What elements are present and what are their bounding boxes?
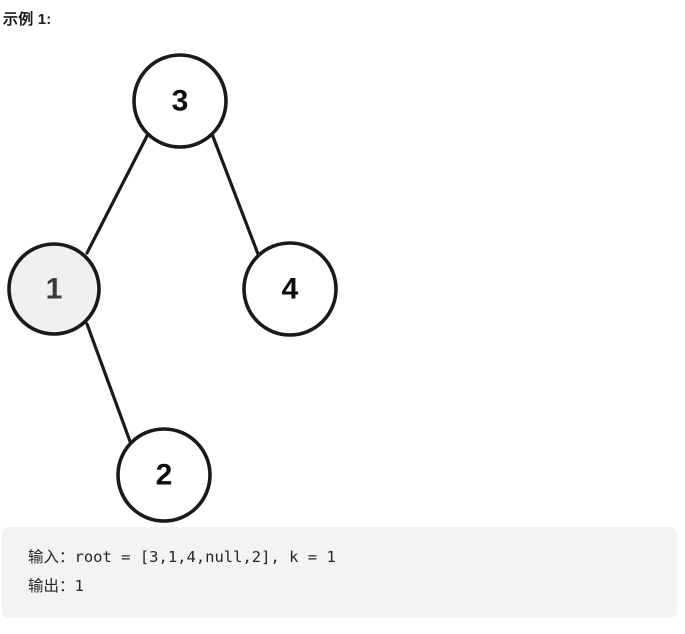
tree-svg: 3 1 4 2 (7, 53, 338, 523)
tree-node-2-circle (116, 427, 212, 523)
tree-node-1-circle (7, 242, 101, 336)
binary-tree-diagram: 3 1 4 2 (0, 40, 360, 530)
tree-node-3-label: 3 (172, 85, 189, 118)
tree-node-3: 3 (132, 53, 228, 149)
code-line-input: 输入：root = [3,1,4,null,2], k = 1 (28, 548, 336, 566)
tree-node-2-label: 2 (156, 459, 173, 492)
tree-node-4: 4 (242, 241, 338, 337)
tree-edge-3-4 (210, 132, 260, 256)
tree-edge-1-2 (85, 322, 133, 446)
page-title: 示例 1: (3, 11, 52, 28)
tree-node-4-circle (242, 241, 338, 337)
example-code-block: 输入：root = [3,1,4,null,2], k = 1 输出：1 (2, 527, 677, 618)
tree-node-1-label: 1 (46, 273, 63, 306)
tree-node-1: 1 (7, 242, 101, 336)
tree-node-2: 2 (116, 427, 212, 523)
tree-edge-3-1 (85, 132, 150, 255)
code-line-output: 输出：1 (28, 577, 84, 595)
tree-node-4-label: 4 (282, 273, 299, 306)
tree-node-3-circle (132, 53, 228, 149)
